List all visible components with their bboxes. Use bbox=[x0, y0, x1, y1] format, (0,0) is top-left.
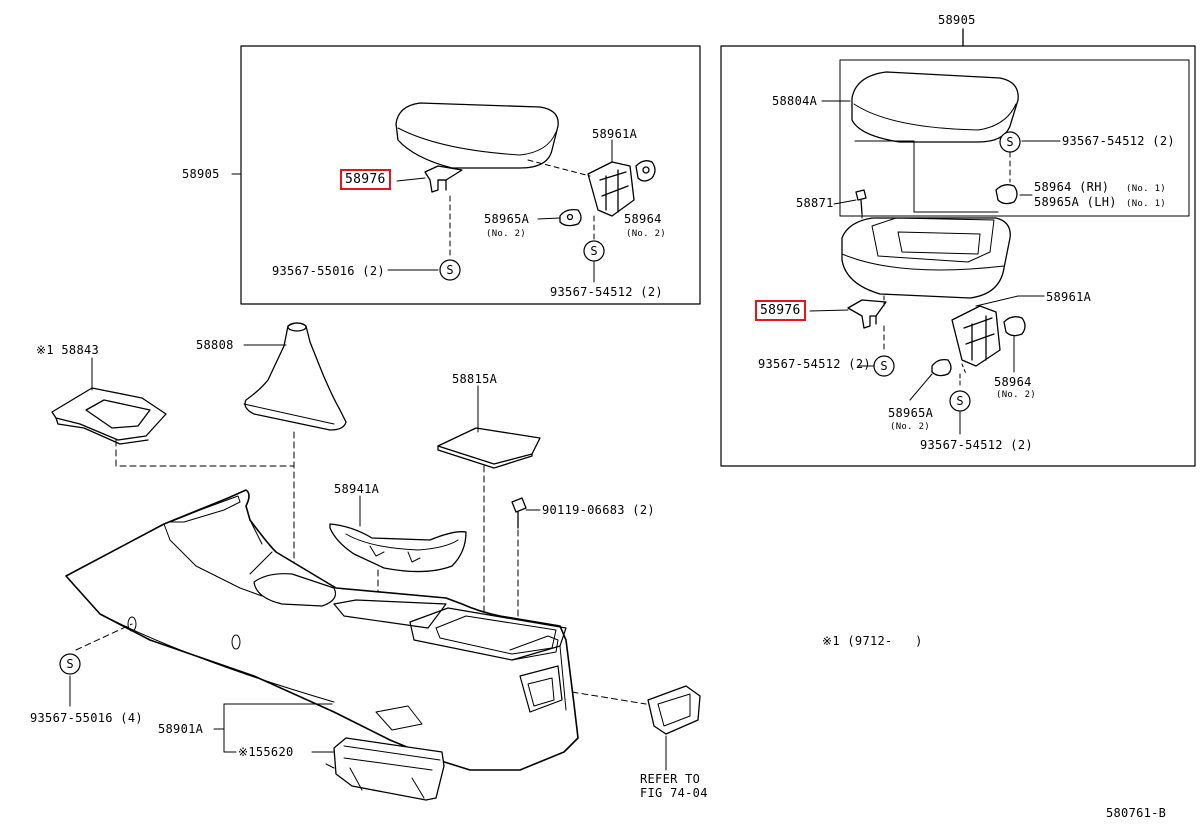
bezel-58843 bbox=[51, 387, 167, 445]
label-58961A-left: 58961A bbox=[592, 127, 638, 141]
label-58965A-lh: 58965A (LH) bbox=[1034, 195, 1117, 209]
hinge-58961A-left bbox=[587, 139, 635, 217]
bracket-58976-left bbox=[424, 165, 463, 193]
label-screw-55016-main: 93567-55016 (4) bbox=[30, 711, 143, 725]
bolt-90119 bbox=[511, 497, 541, 529]
label-58964-rh-qty: (No. 1) bbox=[1126, 184, 1167, 194]
bracket-58976-right bbox=[847, 299, 887, 329]
label-screw-54512-mid: 93567-54512 (2) bbox=[758, 357, 871, 371]
screw-symbol-text: S bbox=[66, 657, 73, 671]
label-58964-right-qty: (No. 2) bbox=[996, 390, 1037, 400]
screw-symbol-text: S bbox=[1006, 135, 1013, 149]
label-58843: ※1 58843 bbox=[36, 343, 100, 357]
label-58965A-lh-qty: (No. 1) bbox=[1126, 199, 1167, 209]
label-screw-54512-top: 93567-54512 (2) bbox=[1062, 134, 1175, 148]
label-58965A-right-qty: (No. 2) bbox=[890, 422, 931, 432]
label-bolt-90119: 90119-06683 (2) bbox=[542, 503, 655, 517]
label-58964-right: 58964 bbox=[994, 375, 1032, 389]
screw-symbol-text: S bbox=[446, 263, 453, 277]
console-58901A bbox=[65, 489, 579, 771]
tray-58941A bbox=[329, 523, 467, 573]
right-inset-frame bbox=[720, 45, 1196, 467]
label-58976-left-highlighted: 58976 bbox=[340, 169, 391, 190]
label-screw-55016-left: 93567-55016 (2) bbox=[272, 264, 385, 278]
label-refer-to: REFER TO bbox=[640, 772, 701, 786]
label-58871: 58871 bbox=[796, 196, 834, 210]
fig-74-04-part bbox=[647, 685, 701, 735]
label-58905-left: 58905 bbox=[182, 167, 220, 181]
screw-58871 bbox=[833, 189, 867, 233]
label-screw-54512-bottom: 93567-54512 (2) bbox=[920, 438, 1033, 452]
label-58961A-right: 58961A bbox=[1046, 290, 1092, 304]
label-155620: ※155620 bbox=[238, 745, 294, 759]
label-58964-left: 58964 bbox=[624, 212, 662, 226]
screw-symbol-text: S bbox=[590, 244, 597, 258]
label-58815A: 58815A bbox=[452, 372, 498, 386]
clip-58965A-right bbox=[909, 358, 952, 401]
label-58965A-right: 58965A bbox=[888, 406, 934, 420]
clip-58964-right bbox=[1003, 316, 1026, 373]
clip-58965A-left bbox=[537, 208, 582, 227]
label-58976-right-highlighted: 58976 bbox=[755, 300, 806, 321]
console-box bbox=[841, 217, 1011, 299]
screw-symbols bbox=[59, 131, 1021, 675]
armrest-subassembly-frame bbox=[839, 59, 1190, 217]
label-58901A: 58901A bbox=[158, 722, 204, 736]
label-58964-left-qty: (No. 2) bbox=[626, 229, 667, 239]
footnote-date-range: ※1 (9712- ) bbox=[822, 634, 923, 648]
label-fig-74-04: FIG 74-04 bbox=[640, 786, 708, 800]
mat-58815A bbox=[437, 427, 541, 469]
label-58965A-left-qty: (No. 2) bbox=[486, 229, 527, 239]
clip-58964-rh bbox=[995, 184, 1033, 205]
hinge-58961A-right bbox=[951, 295, 1045, 367]
armrest-lid-58804A bbox=[851, 71, 1019, 143]
clip-58964-left bbox=[635, 160, 656, 182]
label-58965A-left: 58965A bbox=[484, 212, 530, 226]
label-58964-rh: 58964 (RH) bbox=[1034, 180, 1110, 194]
label-58808: 58808 bbox=[196, 338, 234, 352]
label-58941A: 58941A bbox=[334, 482, 380, 496]
label-58905-right: 58905 bbox=[938, 13, 976, 27]
left-inset-frame bbox=[240, 45, 701, 305]
screw-symbol-text: S bbox=[880, 359, 887, 373]
label-screw-54512-left: 93567-54512 (2) bbox=[550, 285, 663, 299]
label-58804A: 58804A bbox=[772, 94, 818, 108]
figure-number: 580761-B bbox=[1106, 806, 1167, 820]
shift-boot-58808 bbox=[243, 322, 347, 431]
screw-symbol-text: S bbox=[956, 394, 963, 408]
armrest-lid-left bbox=[395, 102, 559, 169]
ashtray-155620 bbox=[325, 737, 445, 801]
